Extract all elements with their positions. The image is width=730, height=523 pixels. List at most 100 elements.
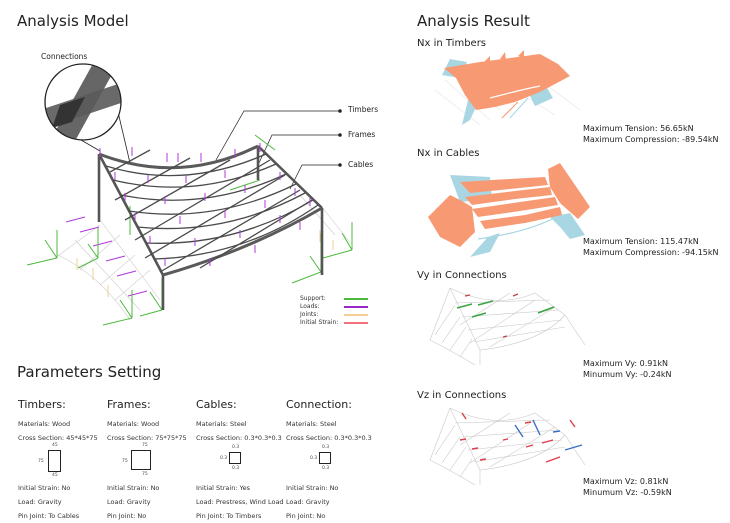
section-rect [229, 452, 241, 464]
result-stat-1: Maximum Tension: 115.47kN [583, 237, 699, 246]
result-stat-2: Maximum Compression: -94.15kN [583, 248, 719, 257]
callout-connections-label: Connections [41, 52, 88, 61]
dim-bottom: 45 [52, 473, 58, 478]
connection-detail-magnifier [44, 63, 131, 164]
param-load: Load: Gravity [107, 498, 151, 506]
callout-timbers-label: Timbers [348, 105, 379, 114]
dim-top: 75 [142, 443, 148, 448]
nx-cables-plot [428, 163, 590, 257]
tension-band [460, 177, 548, 193]
legend-loads-swatch [344, 306, 368, 308]
legend-loads-label: Loads: [300, 303, 320, 310]
param-cross-section: Cross Section: 45*45*75 [18, 434, 98, 442]
legend-loads: Loads: [300, 302, 368, 311]
tension-band [444, 54, 570, 110]
dim-bottom: 75 [142, 472, 148, 477]
parameters-title: Parameters Setting [17, 363, 162, 381]
tension-band [484, 56, 490, 64]
tension-band [472, 197, 558, 217]
legend-initial-strain: Initial Strain: [300, 318, 368, 327]
param-materials: Materials: Steel [286, 420, 337, 428]
legend-joints-swatch [344, 314, 368, 316]
legend-support-swatch [344, 298, 368, 300]
section-rect [131, 450, 151, 470]
tension-band [428, 195, 475, 247]
legend-joints-label: Joints: [300, 311, 319, 318]
dim-left: 75 [122, 459, 128, 464]
cross-section-diagram: 0.3 0.3 0.3 [196, 445, 376, 481]
param-initial-strain: Initial Strain: No [286, 484, 339, 492]
result-stat-1: Maximum Vz: 0.81kN [583, 477, 669, 486]
legend-initial-strain-swatch [344, 322, 368, 324]
param-heading: Cables: [196, 398, 237, 411]
model-legend: Support: Loads: Joints: Initial Strain: [300, 294, 380, 334]
param-pin-joint: Pin Joint: No [286, 512, 326, 520]
param-initial-strain: Initial Strain: Yes [196, 484, 251, 492]
legend-support: Support: [300, 294, 368, 303]
vy-connections-plot [429, 287, 586, 365]
dim-left: 0.3 [310, 456, 318, 461]
tension-band [465, 187, 552, 205]
section-rect [48, 450, 61, 472]
section-rect [319, 452, 331, 464]
param-materials: Materials: Wood [18, 420, 71, 428]
param-cross-section: Cross Section: 0.3*0.3*0.3 [196, 434, 282, 442]
param-cross-section: Cross Section: 0.3*0.3*0.3 [286, 434, 372, 442]
param-initial-strain: Initial Strain: No [18, 484, 71, 492]
callout-cables-label: Cables [348, 160, 374, 169]
result-stat-1: Maximum Tension: 56.65kN [583, 124, 694, 133]
result-stat-2: Maximum Compression: -89.54kN [583, 135, 719, 144]
legend-joints: Joints: [300, 310, 368, 319]
dim-top: 45 [52, 443, 58, 448]
dim-left: 75 [38, 459, 44, 464]
cross-section-diagram: 45 75 45 [18, 443, 198, 481]
result-heading-nx-cables: Nx in Cables [417, 148, 480, 159]
result-heading-nx-timbers: Nx in Timbers [417, 38, 487, 49]
compression-band [550, 213, 585, 239]
result-stat-2: Minumum Vy: -0.24kN [583, 370, 672, 379]
dim-bottom: 0.3 [322, 466, 330, 471]
nx-timbers-plot [434, 50, 581, 126]
analysis-result-title: Analysis Result [417, 12, 530, 30]
legend-initial-strain-label: Initial Strain: [300, 319, 339, 326]
cross-section-diagram: 0.3 0.3 0.3 [286, 445, 466, 481]
param-load: Load: Gravity [18, 498, 62, 506]
result-heading-vz-connections: Vz in Connections [417, 390, 507, 401]
param-heading: Connection: [286, 398, 352, 411]
tension-band [500, 52, 506, 60]
analysis-model-title: Analysis Model [17, 12, 129, 30]
callout-leaders [215, 109, 342, 190]
param-materials: Materials: Wood [107, 420, 160, 428]
param-materials: Materials: Steel [196, 420, 247, 428]
cross-section-diagram: 75 75 75 [107, 443, 287, 481]
cable-grid [105, 149, 319, 273]
vz-connections-plot [429, 407, 586, 485]
param-load: Load: Prestress, Wind Load [196, 498, 284, 506]
timbers [98, 144, 323, 277]
compression-band [530, 88, 553, 106]
dim-top: 0.3 [322, 445, 330, 450]
param-heading: Frames: [107, 398, 151, 411]
dim-bottom: 0.3 [232, 466, 240, 471]
vy-positive-marks [456, 300, 555, 318]
param-initial-strain: Initial Strain: No [107, 484, 160, 492]
param-heading: Timbers: [18, 398, 66, 411]
frames [97, 145, 324, 310]
tension-band [548, 163, 590, 219]
vz-blue-marks [514, 419, 583, 451]
result-stat-2: Minumum Vz: -0.59kN [583, 488, 672, 497]
vz-red-marks [459, 412, 576, 463]
compression-band [470, 233, 500, 257]
dim-top: 0.3 [232, 445, 240, 450]
param-load: Load: Gravity [286, 498, 330, 506]
dim-left: 0.3 [220, 456, 228, 461]
legend-support-label: Support: [300, 295, 326, 302]
vy-negative-marks [464, 293, 519, 338]
callout-frames-label: Frames [348, 130, 376, 139]
param-cross-section: Cross Section: 75*75*75 [107, 434, 187, 442]
tension-band [518, 50, 524, 58]
result-stat-1: Maximum Vy: 0.91kN [583, 359, 669, 368]
tension-band [480, 207, 562, 229]
structural-model-drawing [26, 63, 353, 326]
result-heading-vy-connections: Vy in Connections [417, 270, 507, 281]
